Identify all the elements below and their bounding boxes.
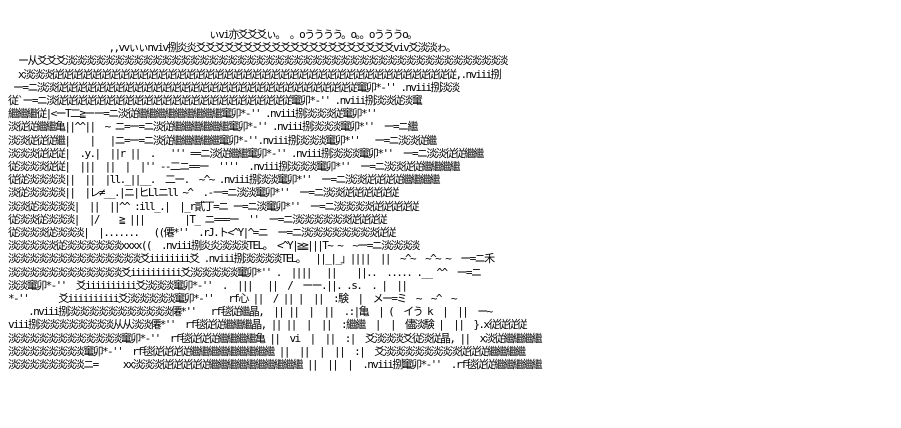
art-line: .nviii捌淡淡淡淡淡淡淡淡淡淡淡僊*'' rf毯従繼晶, || || | |… (8, 305, 493, 319)
art-line: x淡淡淡従従従従従従従従従従従従従従従従従従従従従従従従従従従従従従従従従従従従… (8, 67, 502, 81)
art-line: 淡淡従淡淡淡淡| || ||^^ :ill_.| |_r貳丁=ニ ー=ニ淡竃卯*… (8, 199, 420, 213)
art-line: 淡淡従従従繼| | |ニ=ー=ニ淡従繼繼繼繼繼竃卯*-''.nviii捌淡淡淡竃… (8, 133, 437, 147)
art-line: ぃvi亦爻爻爻ぃ。 。oうううう。o。。oうううo。 (8, 28, 418, 41)
art-line: ,,vvぃぃnviv捌炎炎爻爻爻爻爻爻爻爻爻爻爻爻爻爻爻爻爻爻爻爻爻viv爻淡淡… (8, 41, 456, 55)
art-line: 繼繼繼従|<ーT二≧ーー=ニ淡従繼繼繼繼繼繼繼繼繼竃卯*-'' .nviii捌淡… (8, 107, 378, 121)
art-line: 淡淡淡淡淡従淡淡淡淡淡淡xxxx(( .nviii捌炎炎淡淡淡TEL。 <^Y|… (8, 239, 420, 253)
art-line: 淡淡淡従従従| .y.| ||r || . ''' ==ニ淡従繼繼竃卯*-'' … (8, 146, 484, 160)
art-line: ー=ニ淡淡従従従従従従従従従従従従従従従従従従従従従従従従従従従従従従従従竃卯*… (8, 80, 460, 94)
art-line: 淡従従繼繼亀||^^|| ~ ニ=ー=ニ淡従繼繼繼繼繼繼竃卯*-'' .nvii… (8, 120, 418, 134)
art-line: *-'' 爻iiiiiiiiii爻淡淡淡淡淡竃卯*-'' rf心 || / ||… (8, 292, 458, 306)
art-line: 従`ー=ニ淡従従従従従従従従従従従従従従従従従従従従従従従従従竃卯*-'' .n… (8, 94, 423, 108)
art-line: 淡淡淡淡淡淡淡淡淡淡淡淡爻iiiiiiiiii爻淡淡淡淡淡竃卯*'' . |||… (8, 265, 482, 279)
art-line: 淡淡淡淡淡淡淡淡淡淡淡淡竃卯*-'' rf毯従従従繼繼繼繼亀 || vi | |… (8, 331, 543, 345)
art-line: 従淡淡淡従従| ||| || | |'' --二ニ==ー '''' .nviii… (8, 160, 461, 174)
art-line: 従淡淡従淡淡淡| |/ ≧ ||| |T_ ニ===ー '' ー=ニ淡淡淡淡淡淡… (8, 212, 388, 226)
art-line: viii捌淡淡淡淡淡淡淡淡从从淡淡僊*'' rf毯従従繼繼繼晶, || || |… (8, 318, 528, 332)
art-line: 淡淡淡淡淡淡淡淡竃卯*-'' rf毯従従従従繼繼繼繼繼繼繼繼繼 || || | … (8, 344, 526, 358)
ascii-art-text: ぃvi亦爻爻爻ぃ。 。oうううう。o。。oうううo。 ,,vvぃぃnviv捌炎炎… (8, 28, 543, 372)
art-line: 淡淡淡淡淡淡淡淡ニ= xx淡淡淡従従従従従繼繼繼繼繼繼繼繼繼繼 || || | … (8, 358, 543, 372)
art-line: 淡淡淡淡淡淡淡淡淡淡淡淡淡淡爻iiiiiiii爻 .nviii捌淡淡淡淡TEL。… (8, 252, 495, 266)
art-line: 従従淡淡淡淡|| || |ll._||__. 二ー. ~^~ .nviii捌淡淡… (8, 173, 440, 187)
art-line: 淡淡竃卯*-'' 爻iiiiiiiiii爻淡淡淡竃卯*-'' . ||| || … (8, 278, 408, 292)
art-line: 従淡淡淡従淡淡淡| |....... ((僊*'' .rJ.ト<^Y|^=ニ ー… (8, 226, 397, 240)
art-line: 淡従淡淡淡淡|| |レ≠__.|ニ|ヒLlニll ~^ .-ー=ニ淡淡竃卯*''… (8, 186, 400, 200)
art-line: ー从爻爻爻淡淡淡淡淡淡淡淡淡淡淡淡淡淡淡淡淡淡淡淡淡淡淡淡淡淡淡淡淡淡淡淡淡淡淡… (8, 54, 508, 68)
